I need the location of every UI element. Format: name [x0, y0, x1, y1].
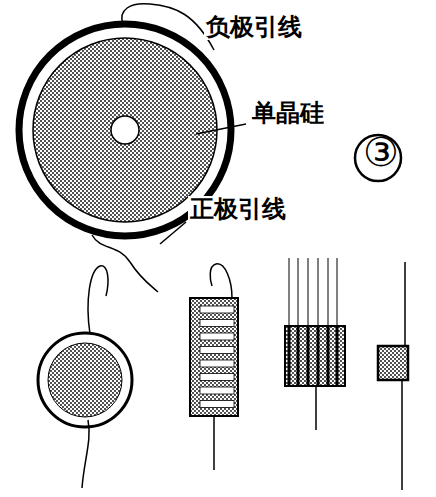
part-label: 负极引线: [204, 14, 304, 40]
large-round-cell: [19, 4, 246, 292]
tiny-cell: [378, 262, 408, 490]
rectangular-cell: [190, 264, 238, 470]
square-cell: [285, 258, 345, 430]
part-label: 正极引线: [188, 196, 288, 222]
callout-number: ③: [361, 130, 401, 174]
part-label: 单晶硅: [250, 100, 326, 126]
small-round-cell: [38, 266, 132, 488]
